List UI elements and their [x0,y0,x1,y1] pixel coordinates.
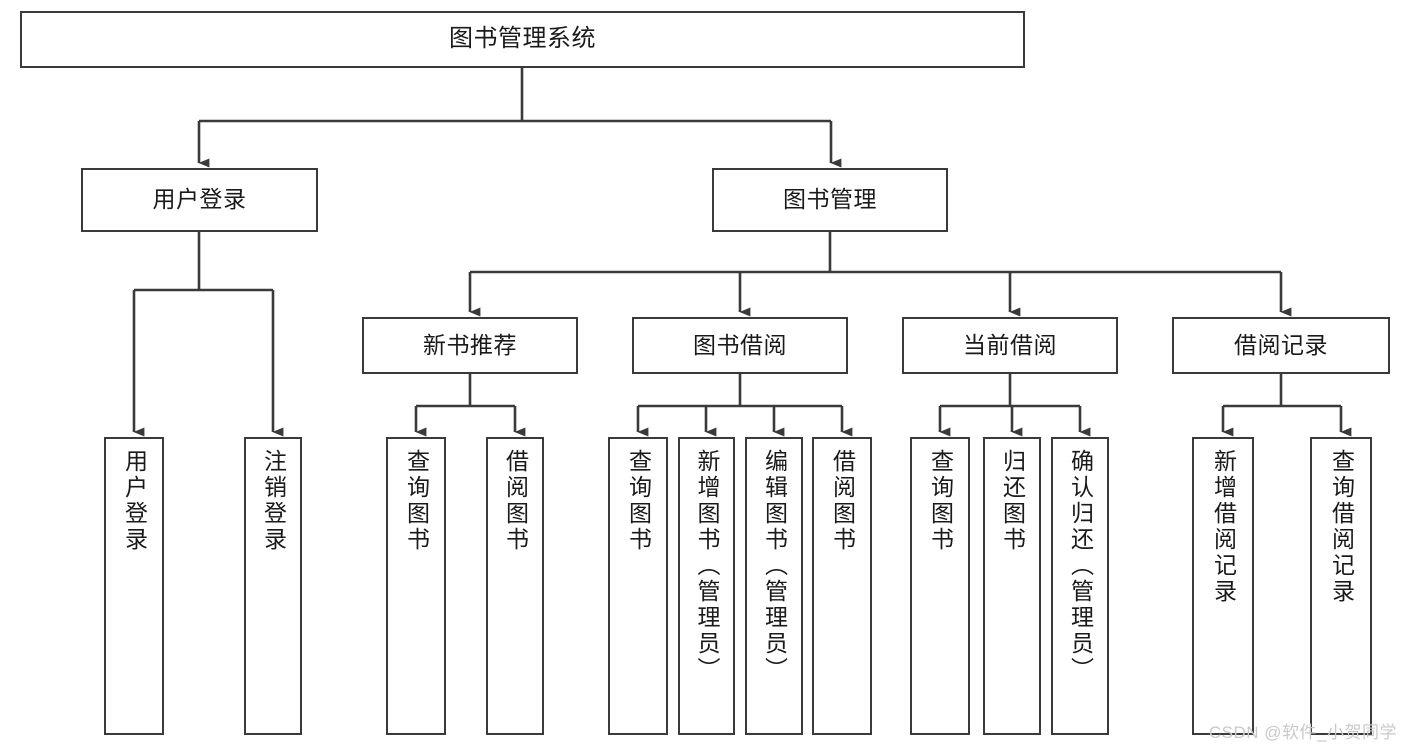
leaf-query-book-3-label: 查询图书 [927,449,954,553]
node-root-label: 图书管理系统 [449,25,596,53]
node-new-book-recommend[interactable]: 新书推荐 [362,317,578,374]
leaf-edit-book[interactable]: 编辑图书（管理员） [745,437,803,735]
node-current-borrow-label: 当前借阅 [963,331,1057,358]
leaf-user-login-label: 用户登录 [121,449,148,553]
node-user-login[interactable]: 用户登录 [81,168,318,232]
leaf-user-login[interactable]: 用户登录 [104,437,164,735]
watermark: CSDN @软件_小贺同学 [1208,723,1397,742]
leaf-query-book-1[interactable]: 查询图书 [386,437,446,735]
leaf-confirm-return[interactable]: 确认归还（管理员） [1051,437,1109,735]
leaf-query-book-1-label: 查询图书 [403,449,430,553]
node-root[interactable]: 图书管理系统 [20,11,1025,68]
node-new-book-recommend-label: 新书推荐 [423,331,517,358]
leaf-logout-login-label: 注销登录 [260,449,287,553]
leaf-query-record-label: 查询借阅记录 [1328,449,1355,605]
leaf-add-record[interactable]: 新增借阅记录 [1192,437,1254,735]
leaf-query-book-2-label: 查询图书 [625,449,652,553]
node-borrow-record-label: 借阅记录 [1234,331,1328,358]
leaf-borrow-book-1-label: 借阅图书 [502,449,529,553]
leaf-edit-book-label: 编辑图书（管理员） [761,449,788,683]
leaf-query-record[interactable]: 查询借阅记录 [1310,437,1372,735]
leaf-borrow-book-2-label: 借阅图书 [829,449,856,553]
node-user-login-label: 用户登录 [152,186,247,213]
leaf-query-book-3[interactable]: 查询图书 [910,437,970,735]
leaf-add-book[interactable]: 新增图书（管理员） [678,437,735,735]
node-book-borrow-label: 图书借阅 [693,331,787,358]
leaf-borrow-book-1[interactable]: 借阅图书 [486,437,544,735]
node-book-manage[interactable]: 图书管理 [712,168,948,232]
node-borrow-record[interactable]: 借阅记录 [1172,317,1390,374]
leaf-return-book[interactable]: 归还图书 [983,437,1041,735]
leaf-borrow-book-2[interactable]: 借阅图书 [812,437,872,735]
leaf-confirm-return-label: 确认归还（管理员） [1067,449,1094,683]
node-current-borrow[interactable]: 当前借阅 [902,317,1118,374]
leaf-return-book-label: 归还图书 [999,449,1026,553]
node-book-borrow[interactable]: 图书借阅 [632,317,848,374]
leaf-add-record-label: 新增借阅记录 [1210,449,1237,605]
node-book-manage-label: 图书管理 [783,186,877,213]
leaf-add-book-label: 新增图书（管理员） [694,449,720,683]
leaf-logout-login[interactable]: 注销登录 [244,437,302,735]
leaf-query-book-2[interactable]: 查询图书 [608,437,668,735]
